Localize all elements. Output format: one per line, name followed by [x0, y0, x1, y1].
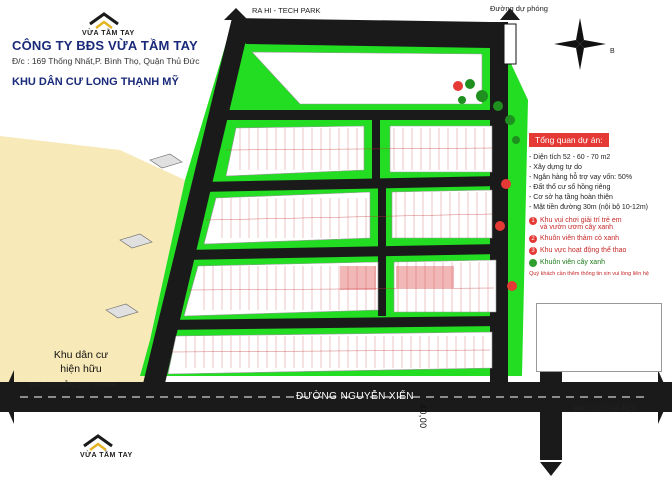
- existing-area-label: Khu dân cư hiện hữu: [36, 348, 126, 376]
- logo-mark-bottom-icon: [83, 434, 113, 451]
- overview-line: - Xây dựng tự do: [529, 164, 582, 171]
- overview-title: Tổng quan dự án:: [529, 133, 609, 147]
- contact-box: [536, 303, 662, 372]
- map-markers: [453, 81, 517, 291]
- overview-line: - Cơ sở hạ tầng hoàn thiện: [529, 194, 613, 201]
- compass-icon: [554, 18, 606, 70]
- arrow-left[interactable]: [2, 370, 14, 424]
- company-name: CÔNG TY BĐS VỪA TẦM TAY: [12, 38, 198, 53]
- existing-area-line2: hiện hữu: [60, 363, 102, 375]
- legend-green-label: Khuôn viên cây xanh: [540, 259, 605, 266]
- main-road-width: 40,00: [418, 404, 428, 429]
- arrow-up-projected-road[interactable]: [500, 8, 520, 20]
- plot-dividers: [185, 128, 489, 368]
- legend-text-line: Khuôn viên thảm cỏ xanh: [540, 235, 619, 242]
- legend-number-icon: 2: [529, 235, 537, 243]
- arrow-right[interactable]: [658, 370, 670, 424]
- road-internal-2: [198, 176, 500, 192]
- road-internal-3: [182, 244, 500, 260]
- legend-number-icon: 1: [529, 217, 537, 225]
- compass-label: B: [610, 48, 615, 55]
- house-icon: [105, 153, 183, 319]
- plot-grid: [171, 147, 495, 353]
- legend-text: Khuôn viên thảm cỏ xanh: [540, 235, 619, 242]
- legend-text-line: Khu vực hoạt động thể thao: [540, 247, 627, 254]
- logo-text-bottom: VỪA TẦM TAY: [80, 452, 133, 459]
- road-internal-vertical-2: [378, 186, 386, 316]
- road-right: [490, 22, 508, 396]
- logo-mark-icon: [89, 12, 119, 29]
- road-internal-1: [216, 110, 500, 120]
- road-top: [232, 18, 490, 48]
- legend-text-line: Khu vui chơi giải trí trẻ em: [540, 217, 622, 224]
- contact-note: Quý khách cần thêm thông tin xin vui lòn…: [529, 271, 649, 277]
- company-address: Đ/c : 169 Thống Nhất,P. Bình Thọ, Quận T…: [12, 56, 200, 66]
- projected-road-marker: [503, 23, 517, 65]
- road-main-vertical-stub: [540, 382, 562, 460]
- main-road-name: ĐƯỜNG NGUYỄN XIỂN: [296, 391, 414, 402]
- direction-top-right: Đường dự phóng: [490, 4, 548, 13]
- overview-line: - Mặt tiền đường 30m (nội bộ 10-12m): [529, 204, 648, 211]
- existing-area-line1: Khu dân cư: [53, 349, 109, 361]
- tree-cluster: [458, 79, 520, 144]
- direction-left: RA NGUYỄN DUY TRINH: [30, 380, 117, 389]
- legend-text: Khu vực hoạt động thể thao: [540, 247, 626, 254]
- road-internal-4: [162, 316, 500, 330]
- direction-top: RA HI - TECH PARK: [252, 6, 321, 15]
- legend-number-icon: 3: [529, 247, 537, 255]
- legend-text-line: và vườn ươm cây xanh: [540, 224, 614, 231]
- road-internal-vertical-1: [372, 114, 380, 182]
- tree-icon: [529, 259, 537, 267]
- overview-line: - Diện tích 52 - 60 - 70 m2: [529, 154, 611, 161]
- arrow-top[interactable]: [224, 8, 248, 20]
- overview-panel: Tổng quan dự án: - Diện tích 52 - 60 - 7…: [529, 130, 669, 278]
- arrow-down[interactable]: [540, 462, 562, 476]
- sold-plots-a: [340, 266, 376, 290]
- existing-residential-area: [0, 136, 185, 396]
- project-title: KHU DÂN CƯ LONG THẠNH MỸ: [12, 76, 179, 88]
- direction-right: RA XA LỘ HÀ NỘI: [574, 404, 636, 413]
- logo-text: VỪA TẦM TAY: [82, 30, 135, 37]
- overview-line: - Đất thổ cư sổ hồng riêng: [529, 184, 611, 191]
- legend-green-item: Khuôn viên cây xanh: [529, 259, 669, 267]
- overview-line: - Ngân hàng hỗ trợ vay vốn: 50%: [529, 174, 633, 181]
- overview-lines: - Diện tích 52 - 60 - 70 m2 - Xây dựng tự…: [529, 154, 669, 211]
